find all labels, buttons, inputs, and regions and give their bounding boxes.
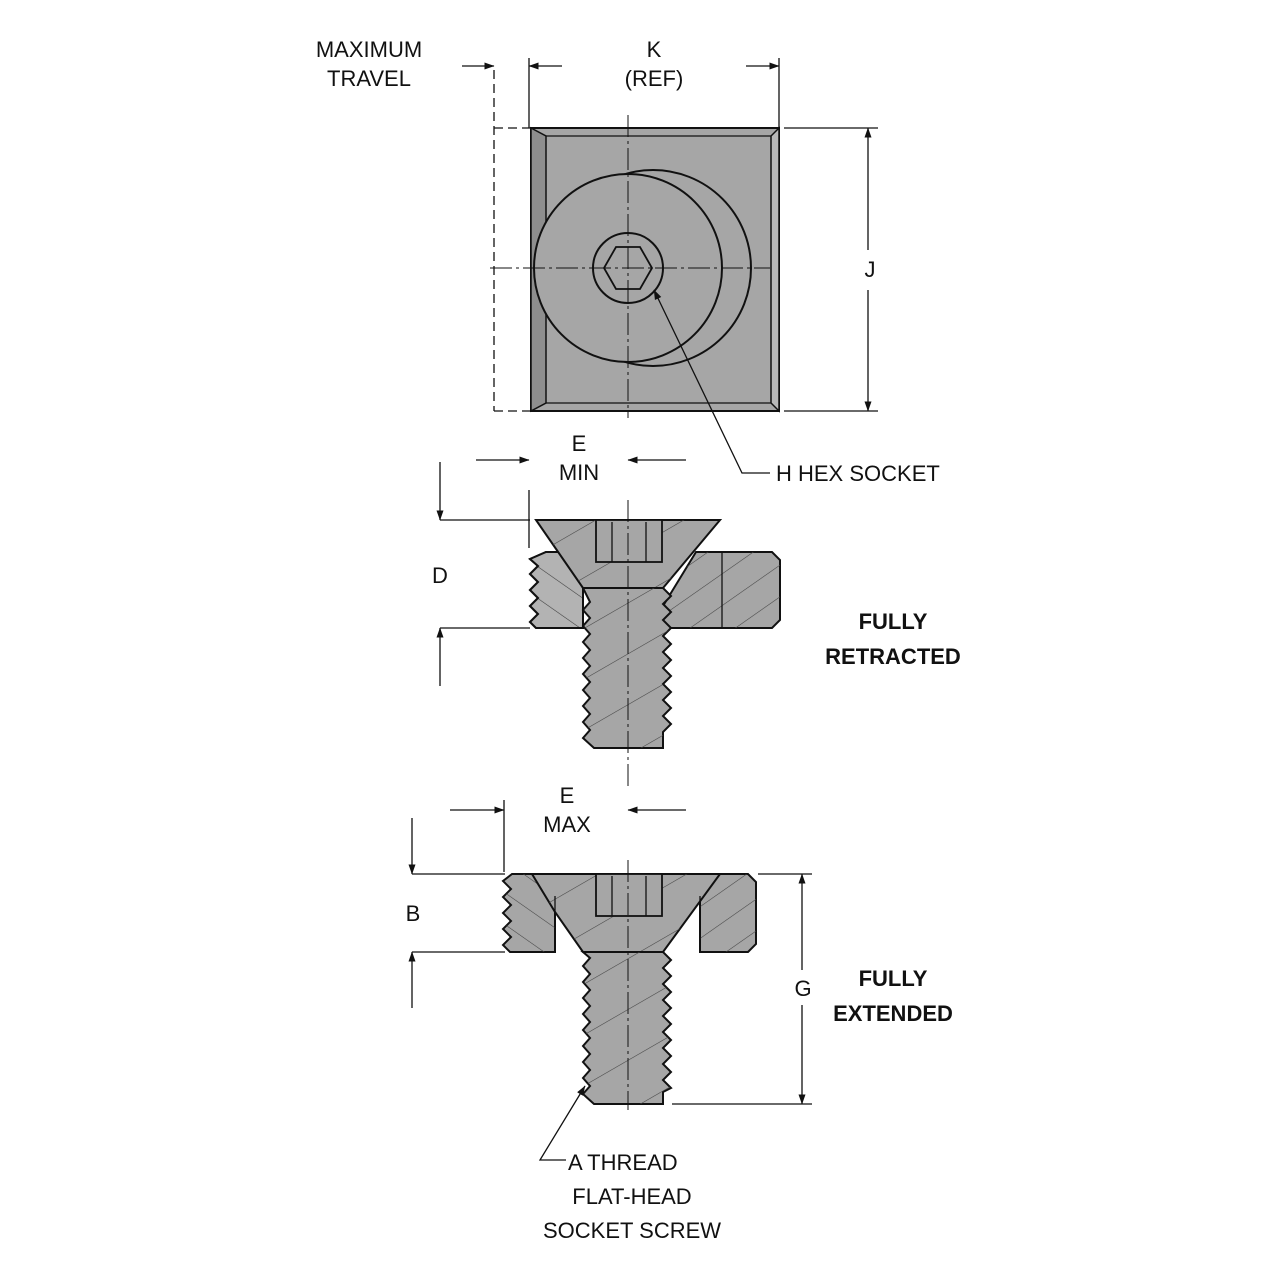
retracted-view: E MIN D FULLY RETRACTED [432, 431, 961, 790]
e-min-label-2: MIN [559, 460, 599, 485]
plate-bevel-right [770, 126, 780, 413]
extended-view: E MAX B G FULLY EXTENDED A THREAD FLAT-H… [406, 783, 953, 1243]
h-hex-socket-label: H HEX SOCKET [776, 461, 940, 486]
d-label: D [432, 563, 448, 588]
retracted-hex-recess [595, 519, 663, 563]
top-view: MAXIMUM TRAVEL K (REF) J H HEX SOCKET [316, 37, 940, 486]
fully-retracted-label-1: FULLY [859, 609, 928, 634]
e-max-label-2: MAX [543, 812, 591, 837]
fully-extended-label-1: FULLY [859, 966, 928, 991]
k-ref-label: (REF) [625, 66, 684, 91]
flat-head-label-1: FLAT-HEAD [572, 1184, 691, 1209]
e-min-label-1: E [572, 431, 587, 456]
fully-retracted-label-2: RETRACTED [825, 644, 961, 669]
k-label: K [647, 37, 662, 62]
fully-extended-label-2: EXTENDED [833, 1001, 953, 1026]
e-max-label-1: E [560, 783, 575, 808]
j-label: J [865, 257, 876, 282]
flat-head-label-2: SOCKET SCREW [543, 1218, 721, 1243]
a-thread-label: A THREAD [568, 1150, 678, 1175]
max-travel-label-2: TRAVEL [327, 66, 411, 91]
extended-hex-recess [595, 873, 663, 917]
b-label: B [406, 901, 421, 926]
max-travel-label-1: MAXIMUM [316, 37, 422, 62]
g-label: G [794, 976, 811, 1001]
